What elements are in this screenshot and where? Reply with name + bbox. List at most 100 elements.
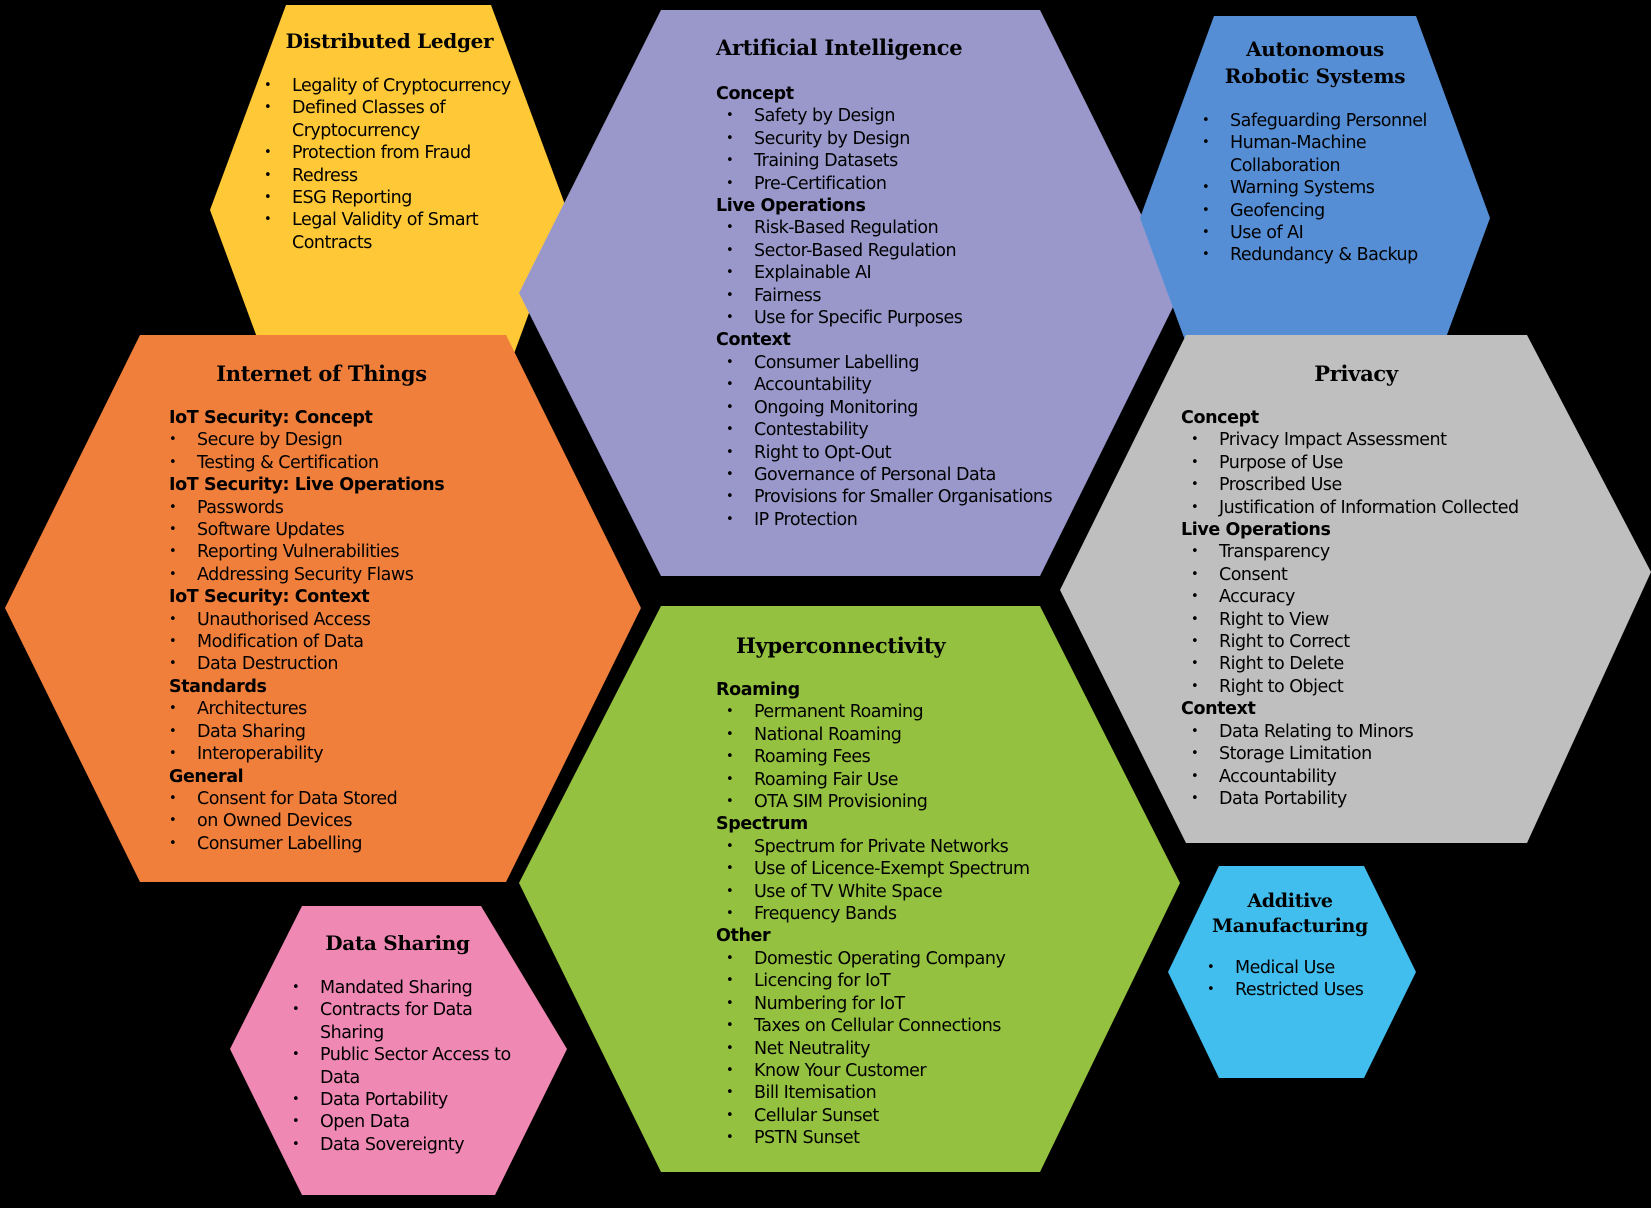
list-item: Proscribed Use: [1181, 474, 1541, 497]
list-item: Right to Delete: [1181, 653, 1541, 676]
list-item: Right to Correct: [1181, 631, 1541, 654]
list-item: Interoperability: [169, 743, 489, 766]
section-list: Privacy Impact Assessment Purpose of Use…: [1181, 429, 1541, 519]
list-item: Data Portability: [290, 1089, 520, 1112]
list-item: OTA SIM Provisioning: [716, 791, 1076, 814]
title-line: Additive: [1247, 890, 1333, 912]
title-additive-manufacturing: Additive Manufacturing: [1205, 889, 1375, 939]
list-item: Legality of Cryptocurrency: [262, 75, 522, 98]
section-heading: IoT Security: Concept: [169, 408, 373, 428]
list-item: Security by Design: [716, 128, 1076, 151]
list-item: Cellular Sunset: [716, 1105, 1076, 1128]
section-heading: General: [169, 766, 244, 787]
section-heading: Standards: [169, 676, 267, 697]
list-item: Public Sector Access to Data: [290, 1044, 520, 1089]
title-hyperconnectivity: Hyperconnectivity: [736, 633, 946, 658]
list-item: Data Sharing: [169, 721, 489, 744]
list-item: Modification of Data: [169, 631, 489, 654]
section-list: Permanent Roaming National Roaming Roami…: [716, 701, 1076, 813]
list-item: Permanent Roaming: [716, 701, 1076, 724]
list-item: Data Relating to Minors: [1181, 721, 1541, 744]
list-item: Taxes on Cellular Connections: [716, 1015, 1076, 1038]
list-item: Roaming Fees: [716, 746, 1076, 769]
list-item: Unauthorised Access: [169, 609, 489, 632]
list-item: Restricted Uses: [1205, 979, 1385, 1002]
section-heading: Concept: [716, 84, 794, 104]
list-item: Numbering for IoT: [716, 993, 1076, 1016]
list-item: Secure by Design: [169, 429, 489, 452]
list-item: Transparency: [1181, 541, 1541, 564]
list-item: Legal Validity of Smart Contracts: [262, 209, 492, 254]
list-item: Data Portability: [1181, 788, 1541, 811]
section-list: Consent for Data Stored on Owned Devices…: [169, 788, 489, 856]
list-item: Use of AI: [1200, 222, 1460, 245]
list-item: Use of Licence-Exempt Spectrum: [716, 858, 1076, 881]
section-list: Data Relating to Minors Storage Limitati…: [1181, 721, 1541, 811]
list-additive-manufacturing: Medical Use Restricted Uses: [1205, 957, 1385, 1002]
section-heading: IoT Security: Context: [169, 587, 370, 608]
list-item: Accountability: [1181, 766, 1541, 789]
title-line: Manufacturing: [1211, 915, 1369, 937]
list-item: Bill Itemisation: [716, 1082, 1076, 1105]
list-data-sharing: Mandated Sharing Contracts for Data Shar…: [290, 977, 520, 1157]
list-item: Architectures: [169, 698, 489, 721]
title-distributed-ledger: Distributed Ledger: [285, 29, 494, 53]
title-artificial-intelligence: Artificial Intelligence: [716, 35, 963, 60]
list-item: Governance of Personal Data: [716, 464, 1076, 487]
list-item: Redress: [262, 165, 522, 188]
list-item: Consent for Data Stored: [169, 788, 489, 811]
list-item: Mandated Sharing: [290, 977, 520, 1000]
panel-autonomous-robotic-systems: Autonomous Robotic Systems Safeguarding …: [1200, 36, 1460, 267]
list-item: Consumer Labelling: [716, 352, 1076, 375]
list-item: Justification of Information Collected: [1181, 497, 1541, 520]
list-item: Right to Opt-Out: [716, 442, 1076, 465]
panel-hyperconnectivity: Hyperconnectivity Roaming Permanent Roam…: [716, 632, 1076, 1150]
section-list: Architectures Data Sharing Interoperabil…: [169, 698, 489, 766]
list-item: Defined Classes of Cryptocurrency: [262, 97, 462, 142]
panel-artificial-intelligence: Artificial Intelligence Concept Safety b…: [716, 34, 1076, 532]
list-item: Privacy Impact Assessment: [1181, 429, 1541, 452]
list-item: Explainable AI: [716, 262, 1076, 285]
list-item: Human-Machine Collaboration: [1200, 132, 1390, 177]
list-item: Redundancy & Backup: [1200, 244, 1460, 267]
list-item: Fairness: [716, 285, 1076, 308]
list-item: Training Datasets: [716, 150, 1076, 173]
list-item: on Owned Devices: [169, 810, 489, 833]
list-item: Sector-Based Regulation: [716, 240, 1076, 263]
section-heading: Spectrum: [716, 814, 808, 835]
panel-data-sharing: Data Sharing Mandated Sharing Contracts …: [290, 930, 520, 1157]
list-item: Pre-Certification: [716, 173, 1076, 196]
list-item: Storage Limitation: [1181, 743, 1541, 766]
section-heading: Live Operations: [1181, 520, 1331, 541]
title-data-sharing: Data Sharing: [325, 931, 470, 955]
title-privacy: Privacy: [1314, 361, 1398, 386]
section-list: Safety by Design Security by Design Trai…: [716, 105, 1076, 195]
list-item: Protection from Fraud: [262, 142, 522, 165]
list-item: Addressing Security Flaws: [169, 564, 489, 587]
list-item: Use of TV White Space: [716, 881, 1076, 904]
section-heading: Context: [1181, 699, 1256, 720]
list-item: Reporting Vulnerabilities: [169, 541, 489, 564]
list-item: Contracts for Data Sharing: [290, 999, 490, 1044]
list-item: Use for Specific Purposes: [716, 307, 1076, 330]
title-line: Robotic Systems: [1224, 64, 1406, 88]
list-item: PSTN Sunset: [716, 1127, 1076, 1150]
list-item: Warning Systems: [1200, 177, 1460, 200]
list-item: Geofencing: [1200, 200, 1460, 223]
list-item: Safety by Design: [716, 105, 1076, 128]
list-item: Testing & Certification: [169, 452, 489, 475]
section-list: Transparency Consent Accuracy Right to V…: [1181, 541, 1541, 698]
list-item: Contestability: [716, 419, 1076, 442]
title-autonomous-robotic-systems: Autonomous Robotic Systems: [1200, 36, 1430, 90]
section-heading: Context: [716, 330, 791, 351]
list-item: National Roaming: [716, 724, 1076, 747]
list-item: Passwords: [169, 497, 489, 520]
section-heading: Live Operations: [716, 196, 866, 217]
list-item: Right to Object: [1181, 676, 1541, 699]
list-item: Licencing for IoT: [716, 970, 1076, 993]
section-list: Spectrum for Private Networks Use of Lic…: [716, 836, 1076, 926]
list-distributed-ledger: Legality of Cryptocurrency Defined Class…: [262, 75, 522, 254]
section-heading: Other: [716, 926, 771, 947]
list-item: Risk-Based Regulation: [716, 217, 1076, 240]
panel-internet-of-things: Internet of Things IoT Security: Concept…: [169, 360, 489, 856]
